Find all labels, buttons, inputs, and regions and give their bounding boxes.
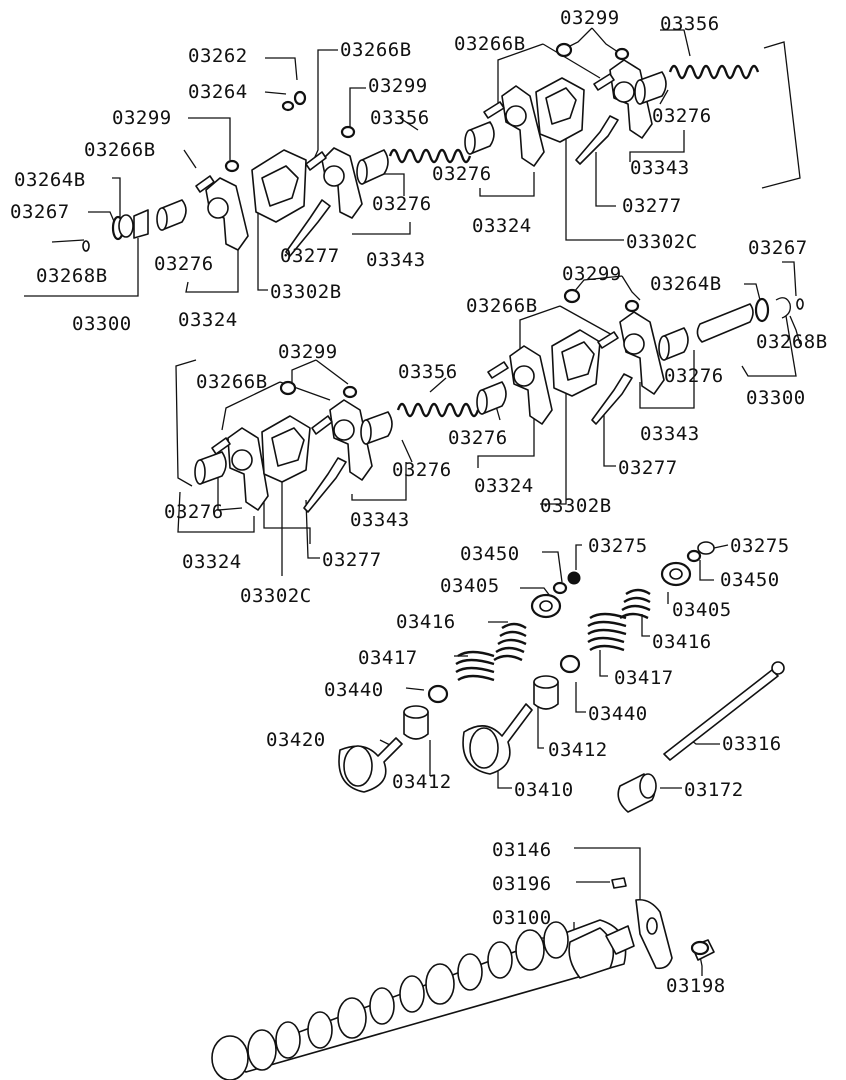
callout-label: 03416 — [652, 631, 712, 653]
callout-label: 03277 — [622, 195, 682, 217]
callout-label: 03417 — [358, 647, 418, 669]
callout-label: 03146 — [492, 839, 552, 861]
callout-label: 03302C — [240, 585, 312, 607]
callout-label: 03276 — [652, 105, 712, 127]
callout-label: 03276 — [432, 163, 492, 185]
callout-label: 03277 — [322, 549, 382, 571]
callout-label: 03412 — [548, 739, 608, 761]
callout-label: 03440 — [324, 679, 384, 701]
callout-label: 03450 — [460, 543, 520, 565]
callout-label: 03266B — [454, 33, 526, 55]
callout-label: 03172 — [684, 779, 744, 801]
callout-label: 03356 — [398, 361, 458, 383]
callout-label: 03343 — [350, 509, 410, 531]
callout-label: 03299 — [278, 341, 338, 363]
callout-label: 03276 — [372, 193, 432, 215]
callout-label: 03264B — [650, 273, 722, 295]
callout-label: 03267 — [748, 237, 808, 259]
callout-label: 03416 — [396, 611, 456, 633]
part-number-labels: 03299 03356 03266B 03262 03266B 03264 03… — [10, 7, 828, 997]
callout-label: 03405 — [440, 575, 500, 597]
callout-label: 03276 — [164, 501, 224, 523]
callout-label: 03440 — [588, 703, 648, 725]
callout-label: 03410 — [514, 779, 574, 801]
callout-label: 03300 — [72, 313, 132, 335]
callout-label: 03356 — [370, 107, 430, 129]
callout-label: 03316 — [722, 733, 782, 755]
callout-label: 03100 — [492, 907, 552, 929]
callout-label: 03266B — [84, 139, 156, 161]
callout-label: 03277 — [280, 245, 340, 267]
callout-label: 03262 — [188, 45, 248, 67]
callout-label: 03276 — [392, 459, 452, 481]
callout-label: 03302C — [626, 231, 698, 253]
callout-label: 03302B — [270, 281, 342, 303]
callout-label: 03276 — [664, 365, 724, 387]
callout-label: 03343 — [640, 423, 700, 445]
callout-label: 03264 — [188, 81, 248, 103]
callout-label: 03268B — [36, 265, 108, 287]
callout-label: 03299 — [368, 75, 428, 97]
valve-train — [338, 541, 785, 813]
callout-label: 03343 — [366, 249, 426, 271]
callout-label: 03299 — [562, 263, 622, 285]
rocker-assembly-lower — [194, 288, 804, 513]
callout-label: 03412 — [392, 771, 452, 793]
callout-label: 03405 — [672, 599, 732, 621]
callout-label: 03300 — [746, 387, 806, 409]
callout-label: 03266B — [196, 371, 268, 393]
callout-label: 03266B — [340, 39, 412, 61]
callout-label: 03356 — [660, 13, 720, 35]
callout-label: 03324 — [182, 551, 242, 573]
callout-label: 03198 — [666, 975, 726, 997]
callout-label: 03324 — [472, 215, 532, 237]
callout-label: 03302B — [540, 495, 612, 517]
callout-label: 03275 — [730, 535, 790, 557]
camshaft — [211, 877, 715, 1080]
callout-label: 03266B — [466, 295, 538, 317]
callout-label: 03299 — [112, 107, 172, 129]
callout-label: 03299 — [560, 7, 620, 29]
callout-label: 03275 — [588, 535, 648, 557]
callout-label: 03277 — [618, 457, 678, 479]
rocker-assembly-upper — [82, 42, 760, 257]
callout-label: 03450 — [720, 569, 780, 591]
callout-label: 03420 — [266, 729, 326, 751]
callout-label: 03417 — [614, 667, 674, 689]
callout-label: 03276 — [154, 253, 214, 275]
callout-label: 03343 — [630, 157, 690, 179]
callout-label: 03267 — [10, 201, 70, 223]
callout-label: 03324 — [474, 475, 534, 497]
callout-label: 03324 — [178, 309, 238, 331]
callout-label: 03264B — [14, 169, 86, 191]
callout-label: 03268B — [756, 331, 828, 353]
callout-label: 03196 — [492, 873, 552, 895]
callout-label: 03276 — [448, 427, 508, 449]
